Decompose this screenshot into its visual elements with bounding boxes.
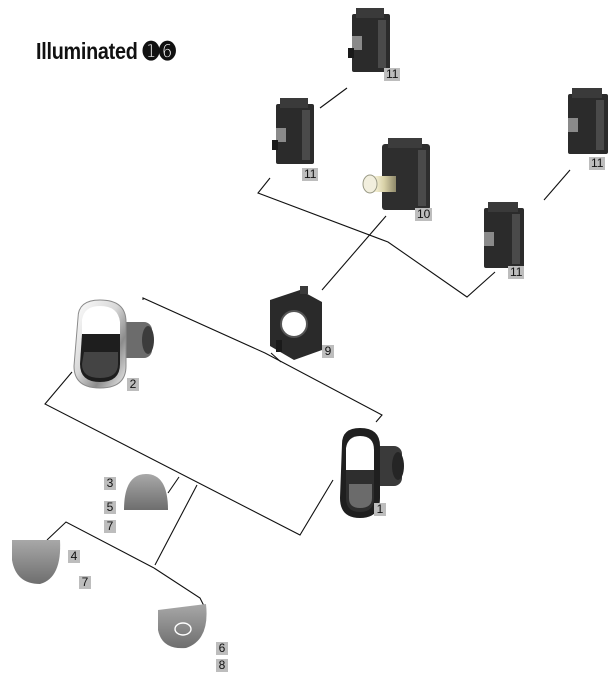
- callout-7-a: 7: [104, 520, 116, 533]
- callout-11-top: 11: [384, 67, 401, 81]
- lens-cap-b: [12, 540, 61, 584]
- callout-2: 2: [127, 378, 139, 391]
- callout-5: 5: [104, 501, 116, 514]
- callout-3: 3: [104, 477, 116, 490]
- diagram-title: Illuminated ➊➏: [36, 38, 176, 64]
- lens-cap-symbol: [158, 604, 207, 649]
- contact-block-top: [348, 8, 390, 72]
- contact-block-right: [484, 202, 524, 268]
- lamp-holder: [362, 138, 430, 210]
- callout-11-right-top: 11: [589, 156, 606, 170]
- pushbutton-actuator-chrome: [73, 299, 154, 389]
- callout-8: 8: [216, 659, 228, 672]
- contact-block-left: [272, 98, 314, 164]
- lens-cap-a: [124, 474, 168, 510]
- callout-10: 10: [415, 207, 433, 221]
- callout-6: 6: [216, 642, 228, 655]
- mounting-adapter: [270, 286, 322, 360]
- contact-block-right-top: [568, 88, 608, 154]
- callout-11-right: 11: [508, 265, 525, 279]
- connector-lines: [44, 87, 571, 609]
- callout-9: 9: [322, 345, 334, 358]
- callout-7-b: 7: [79, 576, 91, 589]
- callout-11-left: 11: [302, 167, 319, 181]
- callout-1: 1: [374, 503, 386, 516]
- callout-4: 4: [68, 550, 80, 563]
- pushbutton-actuator-black: [340, 428, 404, 518]
